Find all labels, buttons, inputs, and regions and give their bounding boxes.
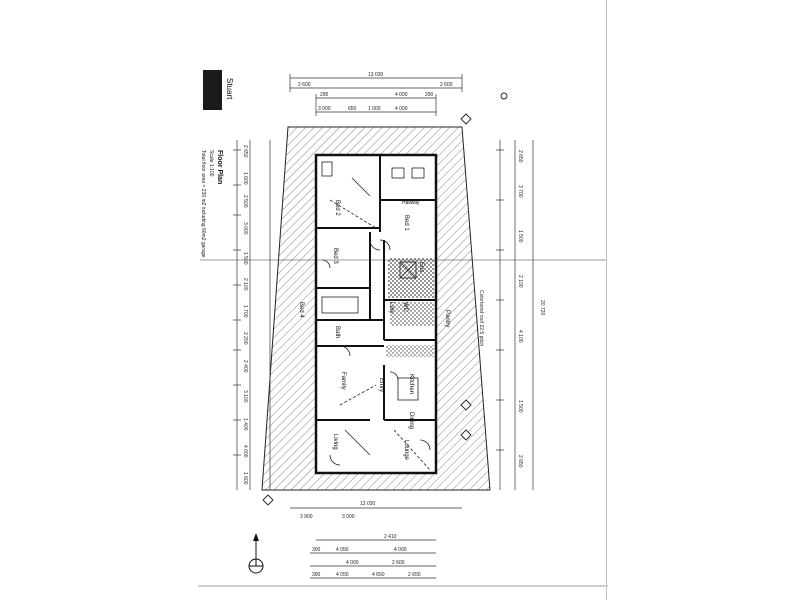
title-block: Floor Plan Scale 1:100 Total floor area … [200,150,223,258]
dim-right-4: 4 100 [517,330,523,343]
room-label-bed1: Bed 1 [403,215,409,231]
room-label-living: Living [332,434,338,450]
dim-top-inner-1: 4 000 [395,92,408,98]
dim-bottom-inner2-3: 2 650 [408,572,421,578]
dim-top-inner-2: 290 [425,92,434,98]
room-label-wc: WC [402,302,408,313]
dim-bottom-overall: 13 030 [360,501,376,507]
dim-bottom-inner-2: 4 050 [336,547,349,553]
dim-left-5: 2 100 [242,278,248,291]
room-label-ldry: Ldry [388,302,394,314]
dim-bottom-inner-4: 2 600 [392,560,405,566]
dim-bottom-inner-1: 300 [312,547,321,553]
dim-right-note: Colorbond roof 22.5 pitch [478,290,484,346]
dim-left-1: 1 600 [242,172,248,185]
dim-top-inner-0: 290 [320,92,329,98]
sheet-area-note: Total floor area = 230 m2 including 60m2… [200,150,206,258]
north-arrow-icon [248,533,264,574]
room-labels: Bed 2 Bed 1 Bed 3 Bed 4 Bath Ens Ldry WC… [298,200,450,461]
sheet-scale: Scale 1:100 [208,150,214,177]
dim-bottom-inner2-0: 300 [312,572,321,578]
dim-left-10: 1 400 [242,418,248,431]
dim-left-3: 3 000 [242,222,248,235]
dim-top-inner2-2: 1 000 [368,106,381,112]
dim-top-inner2-0: 3 000 [318,106,331,112]
dim-left-11: 4 000 [242,445,248,458]
dim-top-inner2-3: 4 000 [395,106,408,112]
dim-bottom-inner2-1: 4 050 [336,572,349,578]
page-bottom-edge [198,585,608,587]
room-label-entry: Entry [378,378,384,392]
dim-top-row-0: 2 600 [298,82,311,88]
sheet-title: Floor Plan [216,150,223,184]
dim-left-8: 2 400 [242,360,248,373]
room-label-hallway: Hallway [402,200,420,206]
room-label-kitchen: Kitchen [408,374,414,394]
dim-left-2: 2 500 [242,195,248,208]
dim-left-4: 1 500 [242,252,248,265]
dim-top-overall: 13 030 [368,72,384,78]
room-label-family: Family [340,372,346,390]
dim-bottom-inner-3: 4 000 [394,547,407,553]
page-edge [606,0,607,600]
dim-top-inner2-1: 650 [348,106,357,112]
internal-walls [316,155,436,421]
dim-right-3: 2 100 [517,275,523,288]
room-label-bed4: Bed 4 [298,302,304,318]
dim-right-0: 2 650 [517,150,523,163]
room-label-lounge: Lounge [403,440,409,461]
dim-right-overall: 20 720 [539,300,545,316]
dim-left-12: 1 600 [242,472,248,485]
dim-right-6: 2 650 [517,455,523,468]
dim-bottom-inner2-2: 4 650 [372,572,385,578]
dim-right-1: 3 700 [517,185,523,198]
fixtures [321,161,431,471]
room-label-bed2: Bed 2 [334,200,340,216]
dim-right-5: 1 500 [517,400,523,413]
dimension-text: 13 030 2 600 2 600 290 4 000 290 3 000 6… [242,72,545,578]
room-label-pantry: Pantry [444,310,450,327]
section-markers [262,92,508,506]
dimension-ticks [233,149,504,456]
room-label-ens: Ens [418,262,424,272]
dim-left-7: 2 200 [242,332,248,345]
dim-top-row-1: 2 600 [440,82,453,88]
dim-left-9: 3 100 [242,390,248,403]
dim-left-6: 1 700 [242,305,248,318]
dim-bottom-row-1: 3 000 [342,514,355,520]
dim-bottom-inner-0: 2 410 [384,534,397,540]
dim-left-0: 2 650 [242,145,248,158]
dim-right-2: 1 500 [517,230,523,243]
room-label-bath: Bath [334,326,340,338]
dimension-lines [200,74,606,579]
dim-bottom-inner-5: 4 000 [346,560,359,566]
dim-bottom-row-0: 3 900 [300,514,313,520]
room-label-dining: Dining [408,412,414,429]
stamp-text: Stuart [225,78,234,100]
stamp-block: Stuart [203,70,234,110]
room-label-bed3: Bed 3 [332,248,338,264]
